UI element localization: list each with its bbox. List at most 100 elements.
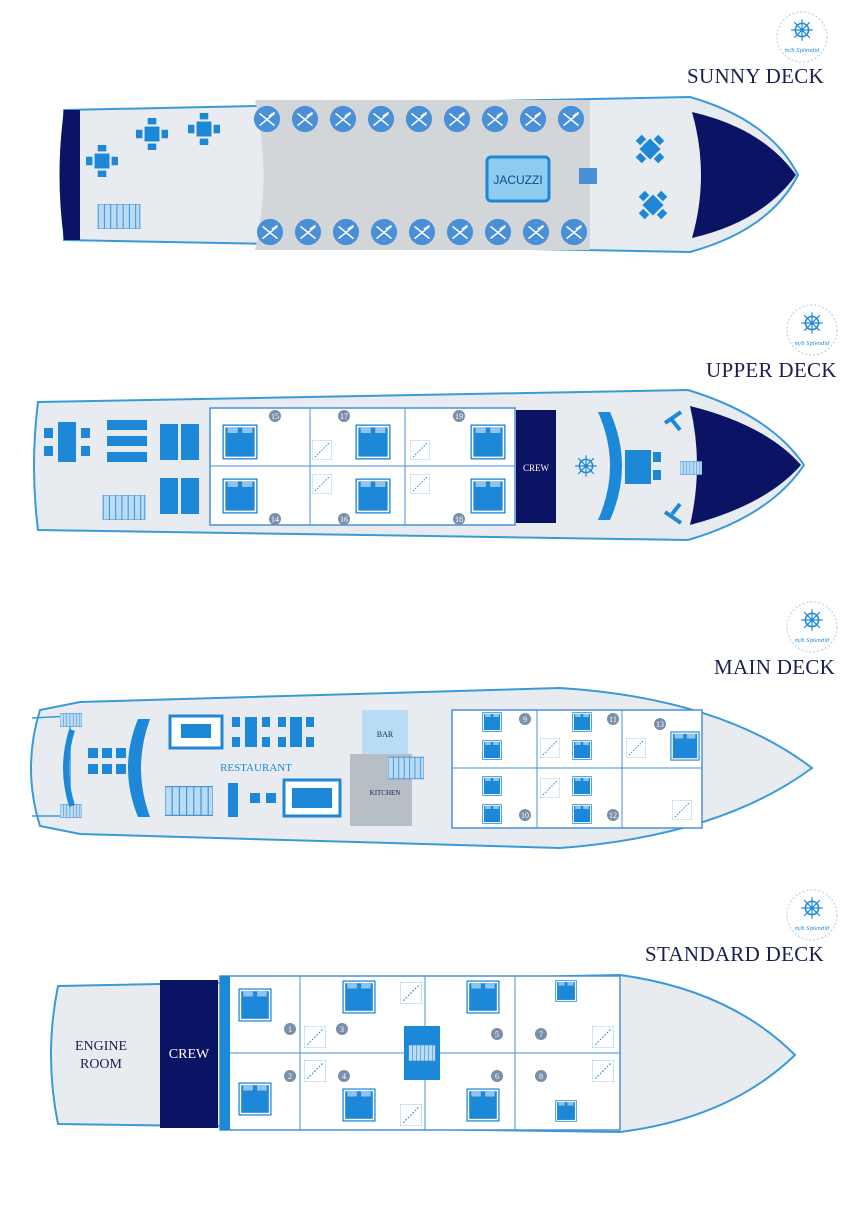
stairs-icon bbox=[407, 1045, 437, 1061]
jacuzzi-step bbox=[579, 168, 597, 184]
restaurant-furniture bbox=[168, 714, 342, 818]
upper-deck-bow bbox=[690, 406, 801, 525]
bed-icon bbox=[342, 980, 376, 1014]
cabin-11-number: 11 bbox=[609, 715, 617, 724]
upper-deck: 15 17 19 14 16 18 CREW bbox=[33, 388, 806, 542]
bed-icon bbox=[222, 478, 258, 514]
shower-icon bbox=[540, 738, 560, 758]
shower-icon bbox=[592, 1060, 614, 1082]
shower-icon bbox=[410, 440, 430, 460]
cabin-10-number: 10 bbox=[521, 811, 529, 820]
bed-icon bbox=[355, 424, 391, 460]
shower-icon bbox=[410, 474, 430, 494]
sunny-deck-stern bbox=[59, 110, 80, 240]
wheelhouse-sofa bbox=[625, 450, 651, 484]
upper-deck-title: UPPER DECK bbox=[706, 358, 837, 382]
standard-deck: ENGINE ROOM CREW 1 3 5 7 2 4 bbox=[50, 973, 797, 1134]
brand-logo-mark: m/b Splendid bbox=[786, 304, 838, 356]
restaurant-label: RESTAURANT bbox=[220, 762, 292, 774]
upper-crew-area bbox=[516, 410, 556, 523]
helm-wheel-icon bbox=[574, 454, 598, 478]
stairs-icon bbox=[60, 804, 82, 818]
main-deck: RESTAURANT BAR KITCHEN 9 11 13 10 12 bbox=[30, 686, 814, 850]
stairs-icon bbox=[388, 756, 424, 780]
cabin-8-number: 8 bbox=[539, 1072, 543, 1081]
engine-room-label-line1: ENGINE bbox=[75, 1039, 127, 1054]
engine-room-label-line2: ROOM bbox=[80, 1057, 123, 1072]
brand-logo-mark: m/b Splendid bbox=[776, 11, 828, 63]
shower-icon bbox=[304, 1060, 326, 1082]
kitchen-label: KITCHEN bbox=[370, 789, 401, 797]
svg-text:m/b Splendid: m/b Splendid bbox=[795, 926, 831, 932]
sunny-deck: JACUZZI bbox=[59, 95, 800, 254]
cabin-14-number: 14 bbox=[271, 515, 279, 524]
shower-icon bbox=[672, 800, 692, 820]
cabin-5-number: 5 bbox=[495, 1030, 499, 1039]
svg-text:m/b Splendid: m/b Splendid bbox=[795, 638, 831, 644]
jacuzzi bbox=[485, 155, 551, 203]
bed-icon bbox=[670, 731, 700, 761]
svg-text:m/b Splendid: m/b Splendid bbox=[795, 341, 831, 347]
sunny-deck-title: SUNNY DECK bbox=[687, 64, 824, 88]
cabin-15-number: 15 bbox=[271, 412, 279, 421]
main-deck-title: MAIN DECK bbox=[714, 655, 836, 679]
bed-icon bbox=[481, 712, 503, 732]
bed-icon bbox=[554, 1100, 578, 1122]
bed-icon bbox=[470, 424, 506, 460]
brand-logo: m/b Splendid bbox=[775, 10, 829, 64]
upper-deck-lounge bbox=[44, 420, 199, 514]
shower-icon bbox=[400, 982, 422, 1004]
brand-logo: m/b Splendid bbox=[785, 888, 839, 942]
brand-logo-mark: m/b Splendid bbox=[786, 601, 838, 653]
upper-crew-label: CREW bbox=[523, 463, 550, 473]
lounger-row-top bbox=[253, 105, 585, 133]
stairs-icon bbox=[60, 713, 82, 727]
sun-chair-icon bbox=[663, 502, 683, 525]
cabin-4-number: 4 bbox=[342, 1072, 346, 1081]
bed-icon bbox=[466, 1088, 500, 1122]
bed-icon bbox=[481, 740, 503, 760]
shower-icon bbox=[400, 1104, 422, 1126]
shower-icon bbox=[626, 738, 646, 758]
sunny-deck-shade-area bbox=[255, 100, 590, 250]
stairs-icon bbox=[165, 785, 213, 817]
bed-icon bbox=[238, 1082, 272, 1116]
shower-icon bbox=[540, 778, 560, 798]
bed-icon bbox=[355, 478, 391, 514]
bed-icon bbox=[481, 804, 503, 824]
sunny-deck-bow bbox=[692, 112, 796, 238]
lounger-row-bottom bbox=[256, 218, 588, 246]
standard-crew-label: CREW bbox=[169, 1047, 210, 1062]
brand-logo: m/b Splendid bbox=[785, 303, 839, 357]
shower-icon bbox=[312, 440, 332, 460]
svg-text:m/b Splendid: m/b Splendid bbox=[785, 48, 821, 54]
cabin-6-number: 6 bbox=[495, 1072, 499, 1081]
cabin-9-number: 9 bbox=[523, 715, 527, 724]
stairs-icon bbox=[97, 204, 141, 229]
standard-crew-area bbox=[160, 980, 218, 1128]
jacuzzi-label: JACUZZI bbox=[493, 173, 542, 187]
stairs-icon bbox=[102, 495, 146, 520]
bed-icon bbox=[554, 980, 578, 1002]
shower-icon bbox=[312, 474, 332, 494]
bed-icon bbox=[342, 1088, 376, 1122]
sun-chair-icon bbox=[663, 410, 683, 432]
cabin-17-number: 17 bbox=[340, 412, 348, 421]
cabin-13-number: 13 bbox=[656, 720, 664, 729]
brand-logo: m/b Splendid bbox=[785, 600, 839, 654]
bed-icon bbox=[466, 980, 500, 1014]
brand-logo-mark: m/b Splendid bbox=[786, 889, 838, 941]
aft-lounge-seating bbox=[128, 719, 150, 817]
main-cabin-badges bbox=[519, 713, 666, 821]
bed-icon bbox=[571, 804, 593, 824]
standard-deck-title: STANDARD DECK bbox=[645, 942, 824, 966]
stairs-icon bbox=[680, 460, 702, 476]
bed-icon bbox=[470, 478, 506, 514]
cabin-2-number: 2 bbox=[288, 1072, 292, 1081]
cabin-16-number: 16 bbox=[340, 515, 348, 524]
bed-icon bbox=[238, 988, 272, 1022]
bed-icon bbox=[222, 424, 258, 460]
cabin-1-number: 1 bbox=[288, 1025, 292, 1034]
cabin-18-number: 18 bbox=[455, 515, 463, 524]
